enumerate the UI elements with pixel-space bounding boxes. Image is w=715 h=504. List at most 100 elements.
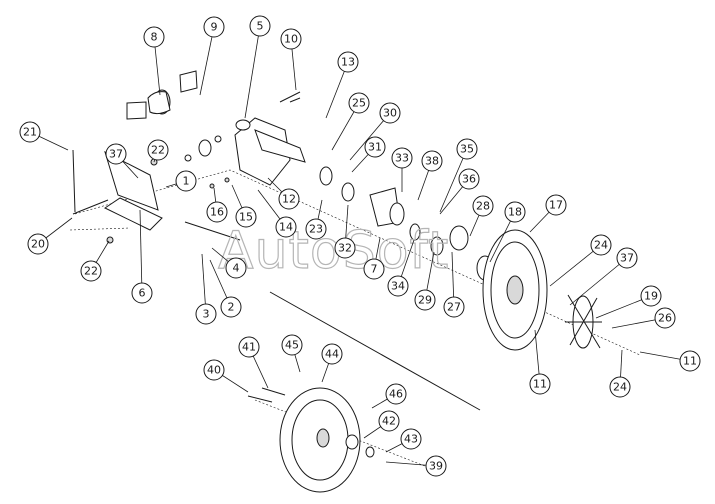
callout-bubble bbox=[529, 373, 551, 395]
callout-bubble bbox=[545, 194, 567, 216]
callout-25: 25 bbox=[331, 92, 370, 151]
callout-bubble bbox=[456, 138, 478, 160]
callout-number: 21 bbox=[23, 126, 37, 139]
callout-9: 9 bbox=[199, 16, 225, 96]
callout-28: 28 bbox=[469, 195, 494, 237]
callout-number: 43 bbox=[404, 433, 418, 446]
large-disc-assembly bbox=[482, 229, 548, 351]
callout-bubble bbox=[143, 26, 165, 48]
callout-number: 26 bbox=[658, 312, 672, 325]
callout-bubble bbox=[235, 206, 257, 228]
callout-30: 30 bbox=[349, 102, 401, 161]
callout-bubble bbox=[400, 428, 422, 450]
callout-17: 17 bbox=[529, 194, 567, 233]
callout-8: 8 bbox=[143, 26, 165, 96]
callout-22: 22 bbox=[80, 240, 110, 282]
callout-bubble bbox=[609, 376, 631, 398]
lower-disc-assembly bbox=[247, 387, 375, 493]
callout-number: 34 bbox=[391, 280, 405, 293]
callout-35: 35 bbox=[439, 138, 478, 213]
callout-number: 13 bbox=[341, 56, 355, 69]
callout-number: 36 bbox=[462, 173, 476, 186]
callout-bubble bbox=[334, 237, 356, 259]
callout-bubble bbox=[238, 336, 260, 358]
callout-3: 3 bbox=[195, 253, 217, 325]
callout-bubble bbox=[305, 218, 327, 240]
callout-bubble bbox=[654, 307, 676, 329]
callout-39: 39 bbox=[385, 455, 447, 477]
callout-number: 27 bbox=[447, 301, 461, 314]
callout-number: 15 bbox=[239, 211, 253, 224]
callout-number: 18 bbox=[508, 206, 522, 219]
callout-number: 42 bbox=[382, 415, 396, 428]
callout-number: 44 bbox=[325, 348, 339, 361]
callout-1: 1 bbox=[165, 170, 197, 192]
callout-bubble bbox=[679, 350, 701, 372]
callout-bubble bbox=[27, 233, 49, 255]
callout-19: 19 bbox=[595, 285, 662, 319]
callout-bubble bbox=[472, 195, 494, 217]
callout-number: 7 bbox=[371, 263, 378, 276]
callout-6: 6 bbox=[131, 209, 153, 304]
callout-number: 4 bbox=[233, 262, 240, 275]
callout-number: 19 bbox=[644, 290, 658, 303]
callout-number: 35 bbox=[460, 143, 474, 156]
callout-2: 2 bbox=[209, 259, 242, 318]
callout-number: 8 bbox=[151, 31, 158, 44]
callout-number: 16 bbox=[210, 206, 224, 219]
callout-22: 22 bbox=[147, 139, 169, 163]
callout-number: 37 bbox=[109, 148, 123, 161]
callout-27: 27 bbox=[443, 251, 465, 318]
callout-33: 33 bbox=[391, 147, 413, 192]
callout-number: 24 bbox=[594, 239, 608, 252]
callout-41: 41 bbox=[238, 336, 269, 389]
callout-36: 36 bbox=[439, 168, 480, 215]
callout-number: 2 bbox=[228, 301, 235, 314]
callout-bubble bbox=[147, 139, 169, 161]
callout-bubble bbox=[203, 359, 225, 381]
callout-number: 25 bbox=[352, 97, 366, 110]
callout-23: 23 bbox=[305, 199, 327, 240]
callout-number: 14 bbox=[279, 221, 293, 234]
callout-bubble bbox=[105, 143, 127, 165]
callout-number: 12 bbox=[282, 193, 296, 206]
callout-number: 9 bbox=[211, 21, 218, 34]
callout-number: 40 bbox=[207, 364, 221, 377]
callout-bubble bbox=[249, 15, 271, 37]
leader-line bbox=[244, 25, 261, 119]
callout-bubble bbox=[391, 147, 413, 169]
callout-bubble bbox=[379, 102, 401, 124]
callout-bubble bbox=[278, 188, 300, 210]
callout-bubble bbox=[385, 383, 407, 405]
callout-bubble bbox=[337, 51, 359, 73]
callout-number: 24 bbox=[613, 381, 627, 394]
callout-24: 24 bbox=[549, 234, 612, 287]
callout-37: 37 bbox=[569, 247, 638, 306]
callout-bubble bbox=[225, 257, 247, 279]
callout-bubble bbox=[175, 170, 197, 192]
leader-line bbox=[439, 148, 468, 213]
callout-14: 14 bbox=[257, 189, 297, 238]
callout-number: 5 bbox=[257, 20, 264, 33]
callout-number: 37 bbox=[620, 252, 634, 265]
callout-bubble bbox=[363, 258, 385, 280]
callout-bubble bbox=[348, 92, 370, 114]
callout-bubble bbox=[387, 275, 409, 297]
callout-number: 29 bbox=[418, 294, 432, 307]
callout-number: 6 bbox=[139, 287, 146, 300]
callout-45: 45 bbox=[281, 334, 303, 373]
callout-11: 11 bbox=[529, 329, 551, 395]
callout-42: 42 bbox=[363, 410, 400, 439]
callout-38: 38 bbox=[417, 150, 443, 201]
callout-43: 43 bbox=[385, 428, 422, 453]
callout-bubble bbox=[19, 121, 41, 143]
callout-number: 46 bbox=[389, 388, 403, 401]
callout-number: 20 bbox=[31, 238, 45, 251]
callout-number: 10 bbox=[284, 33, 298, 46]
callout-29: 29 bbox=[414, 251, 436, 311]
callout-bubble bbox=[378, 410, 400, 432]
callout-bubble bbox=[425, 455, 447, 477]
callout-number: 31 bbox=[368, 141, 382, 154]
